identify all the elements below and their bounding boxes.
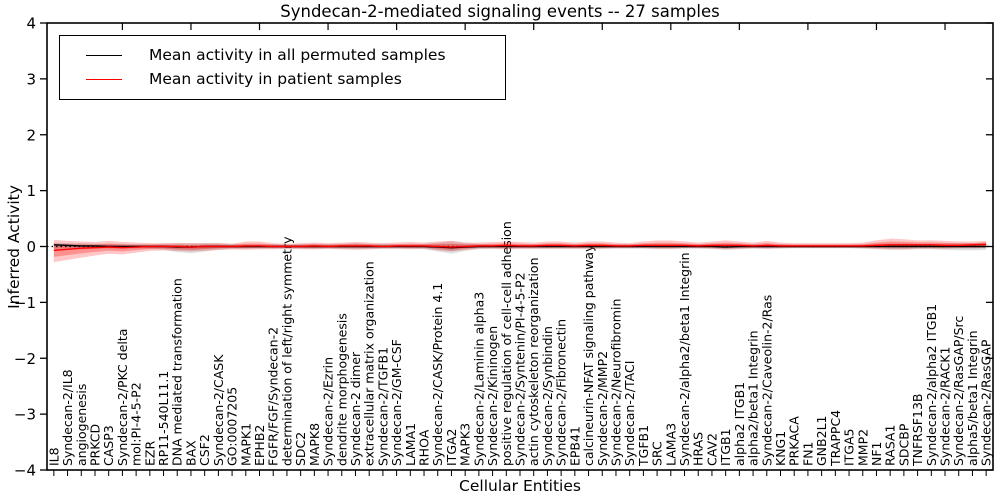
x-tick-label: mol:PI-4-5-P2 (129, 382, 144, 466)
y-tick-label: 4 (26, 15, 36, 33)
x-tick-label: Syndecan-2/PKC delta (115, 329, 130, 466)
x-tick-label: EZR (142, 441, 157, 466)
x-tick-label: actin cytoskeleton reorganization (526, 257, 541, 466)
x-tick-label: RASA1 (883, 425, 898, 466)
x-tick-label: Syndecan-2/CASK (211, 354, 226, 466)
x-tick-label: dendrite morphogenesis (334, 313, 349, 466)
x-tick-label: Syndecan-2/MMP2 (595, 351, 610, 466)
x-tick-label: Syndecan-2/Fibronectin (554, 319, 569, 466)
x-tick-label: NF1 (869, 442, 884, 467)
legend-label-permuted: Mean activity in all permuted samples (149, 46, 446, 64)
x-tick-label: alpha2 ITGB1 (732, 382, 747, 466)
x-tick-label: Syndecan-2/TGFB1 (375, 347, 390, 466)
x-tick-label: Syndecan-2/CASK/Protein 4.1 (430, 283, 445, 466)
x-tick-label: ITGA5 (842, 428, 857, 466)
x-tick-label: ITGB1 (718, 428, 733, 466)
legend-item-patient: Mean activity in patient samples (60, 67, 505, 91)
x-tick-label: positive regulation of cell-cell adhesio… (499, 221, 514, 466)
x-tick-label: RP11-540L11.1 (156, 371, 171, 466)
x-tick-label: EPHB2 (252, 425, 267, 466)
x-tick-label: Syndecan-2/alpha2/beta1 Integrin (677, 252, 692, 466)
x-tick-label: TNFRSF13B (910, 394, 925, 467)
x-tick-label: PRKACA (787, 416, 802, 466)
x-tick-label: Syndecan-2/Synbindin (540, 326, 555, 466)
x-tick-label: alpha5/beta1 Integrin (965, 330, 980, 466)
x-tick-label: MMP2 (855, 429, 870, 466)
x-tick-label: GO:0007205 (225, 387, 240, 466)
x-tick-label: Syndecan-2/TACI (622, 361, 637, 466)
x-tick-label: Syndecan-2/GM-CSF (389, 339, 404, 466)
x-axis-label: Cellular Entities (459, 477, 581, 495)
permuted-line-swatch (86, 54, 122, 56)
y-tick-label: −1 (14, 294, 36, 312)
x-tick-label: Syndecan-2/Kininogen (485, 326, 500, 466)
mean-line-1 (53, 243, 987, 252)
x-tick-label: Syndecan-2/RasGAP (979, 339, 994, 466)
x-tick-label: Syndecan-2 dimer (348, 351, 363, 466)
y-tick-label: −4 (14, 462, 36, 480)
x-tick-label: CASP3 (101, 425, 116, 466)
x-tick-label: SDC2 (293, 432, 308, 466)
y-tick-label: 0 (26, 238, 36, 256)
x-tick-label: LAMA3 (663, 423, 678, 466)
x-tick-label: Syndecan-2/Neurofibromin (608, 299, 623, 466)
x-tick-label: ITGA2 (444, 428, 459, 466)
band-outer-0 (53, 240, 987, 254)
y-tick-label: −2 (14, 350, 36, 368)
legend-item-permuted: Mean activity in all permuted samples (60, 43, 505, 67)
x-tick-label: Syndecan-2/Syntenin/PI-4-5-P2 (513, 272, 528, 466)
x-tick-label: EPB41 (567, 426, 582, 466)
x-tick-label: CAV2 (704, 433, 719, 466)
x-tick-label: IL8 (46, 447, 61, 466)
y-tick-label: −3 (14, 406, 36, 424)
x-tick-label: DNA mediated transformation (170, 278, 185, 466)
x-tick-label: LAMA1 (403, 423, 418, 466)
x-tick-label: determination of left/right symmetry (279, 236, 294, 466)
x-tick-label: extracellular matrix organization (362, 261, 377, 466)
x-tick-label: RHOA (417, 429, 432, 466)
x-tick-label: MAPK1 (238, 423, 253, 466)
x-tick-label: CSF2 (197, 434, 212, 466)
x-tick-label: TGFB1 (636, 425, 651, 467)
x-tick-label: alpha2/beta1 Integrin (746, 330, 761, 466)
x-tick-label: TRAPPC4 (828, 410, 843, 467)
x-tick-label: HRAS (691, 432, 706, 466)
x-tick-label: Syndecan-2/Caveolin-2/Ras (759, 295, 774, 466)
x-tick-label: Syndecan-2/RACK1 (938, 347, 953, 466)
x-tick-label: SRC (650, 441, 665, 466)
x-tick-label: FGFR/FGF/Syndecan-2 (266, 327, 281, 466)
x-tick-label: MAPK3 (458, 423, 473, 466)
x-tick-label: Syndecan-2/Ezrin (321, 357, 336, 466)
x-tick-label: angiogenesis (74, 384, 89, 466)
x-tick-label: SDCBP (896, 423, 911, 466)
x-tick-label: FN1 (800, 442, 815, 467)
x-tick-label: KNG1 (773, 431, 788, 466)
patient-line-swatch (86, 78, 122, 80)
legend-label-patient: Mean activity in patient samples (149, 70, 402, 88)
y-tick-label: 1 (26, 182, 36, 200)
x-tick-label: MAPK8 (307, 423, 322, 466)
x-tick-label: calcineurin-NFAT signaling pathway (581, 244, 596, 466)
y-tick-label: 3 (26, 70, 36, 88)
x-tick-label: PRKCD (87, 424, 102, 466)
x-tick-label: Syndecan-2/RasGAP/Src (951, 316, 966, 466)
chart-title: Syndecan-2-mediated signaling events -- … (280, 2, 720, 21)
x-tick-label: Syndecan-2/IL8 (60, 369, 75, 466)
x-tick-label: Syndecan-2/Laminin alpha3 (471, 292, 486, 466)
x-tick-label: Syndecan-2/alpha2 ITGB1 (924, 304, 939, 466)
band-outer-1 (53, 238, 987, 263)
x-tick-label: GNB2L1 (814, 416, 829, 466)
x-tick-label: BAX (183, 440, 198, 466)
y-tick-label: 2 (26, 126, 36, 144)
legend: Mean activity in all permuted samples Me… (59, 35, 506, 100)
